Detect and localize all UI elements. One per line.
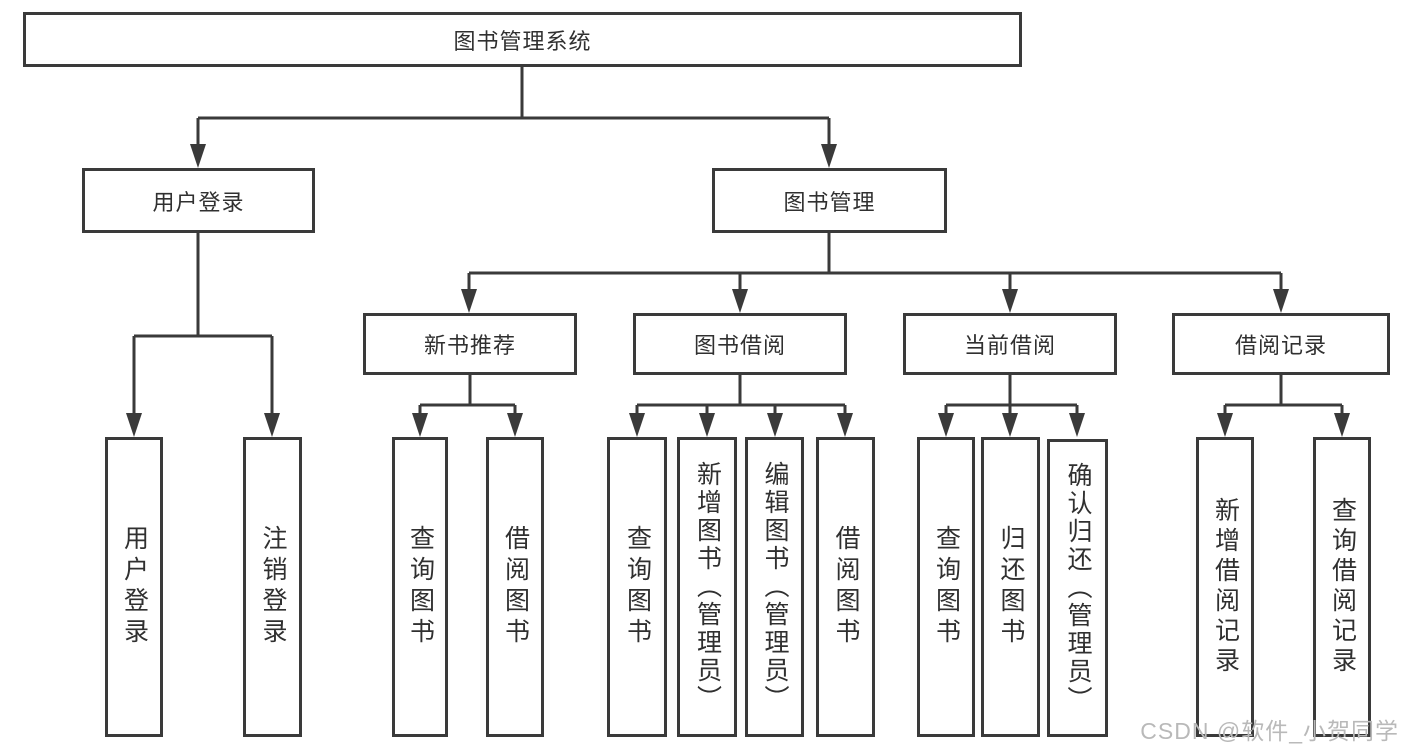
leaf-logout: 注销登录	[243, 437, 302, 737]
leaf-logout-label: 注销登录	[259, 525, 287, 649]
leaf-cb-return-books-label: 归还图书	[997, 525, 1025, 649]
node-borrowing-records-label: 借阅记录	[1234, 333, 1327, 358]
leaf-br-query-record: 查询借阅记录	[1313, 437, 1371, 737]
leaf-br-add-record-label: 新增借阅记录	[1211, 497, 1240, 677]
node-user-login: 用户登录	[82, 168, 315, 233]
leaf-cb-confirm-return-admin: 确认归还（管理员）	[1047, 439, 1108, 737]
leaf-bb-edit-books-admin-label: 编辑图书（管理员）	[761, 461, 789, 713]
node-new-book-recommend-label: 新书推荐	[423, 333, 516, 358]
node-book-management-label: 图书管理	[783, 189, 876, 215]
leaf-nb-borrow-books: 借阅图书	[486, 437, 544, 737]
leaf-user-login-label: 用户登录	[120, 525, 149, 649]
leaf-bb-add-books-admin-label: 新增图书（管理员）	[693, 461, 722, 713]
leaf-cb-query-books-label: 查询图书	[932, 525, 961, 649]
leaf-bb-query-books: 查询图书	[607, 437, 667, 737]
node-current-borrowing: 当前借阅	[903, 313, 1117, 375]
leaf-nb-borrow-books-label: 借阅图书	[501, 525, 530, 649]
leaf-bb-add-books-admin: 新增图书（管理员）	[677, 437, 737, 737]
leaf-cb-query-books: 查询图书	[917, 437, 975, 737]
leaf-cb-return-books: 归还图书	[981, 437, 1040, 737]
leaf-nb-query-books-label: 查询图书	[406, 525, 435, 649]
leaf-nb-query-books: 查询图书	[392, 437, 448, 737]
leaf-user-login: 用户登录	[105, 437, 163, 737]
node-current-borrowing-label: 当前借阅	[963, 333, 1056, 358]
node-borrowing-records: 借阅记录	[1172, 313, 1390, 375]
leaf-cb-confirm-return-admin-label: 确认归还（管理员）	[1064, 462, 1092, 714]
leaf-bb-borrow-books: 借阅图书	[816, 437, 875, 737]
node-book-borrowing-label: 图书借阅	[693, 333, 786, 358]
node-new-book-recommend: 新书推荐	[363, 313, 577, 375]
node-book-management: 图书管理	[712, 168, 947, 233]
node-root-label: 图书管理系统	[453, 28, 592, 54]
watermark: CSDN @软件_小贺同学	[1140, 718, 1399, 744]
node-user-login-label: 用户登录	[152, 189, 245, 215]
node-book-borrowing: 图书借阅	[633, 313, 847, 375]
leaf-br-add-record: 新增借阅记录	[1196, 437, 1254, 737]
leaf-bb-borrow-books-label: 借阅图书	[832, 525, 860, 649]
leaf-bb-edit-books-admin: 编辑图书（管理员）	[745, 437, 804, 737]
leaf-br-query-record-label: 查询借阅记录	[1328, 497, 1357, 677]
arrowheads	[126, 144, 1350, 437]
leaf-bb-query-books-label: 查询图书	[623, 525, 652, 649]
node-root: 图书管理系统	[23, 12, 1022, 67]
